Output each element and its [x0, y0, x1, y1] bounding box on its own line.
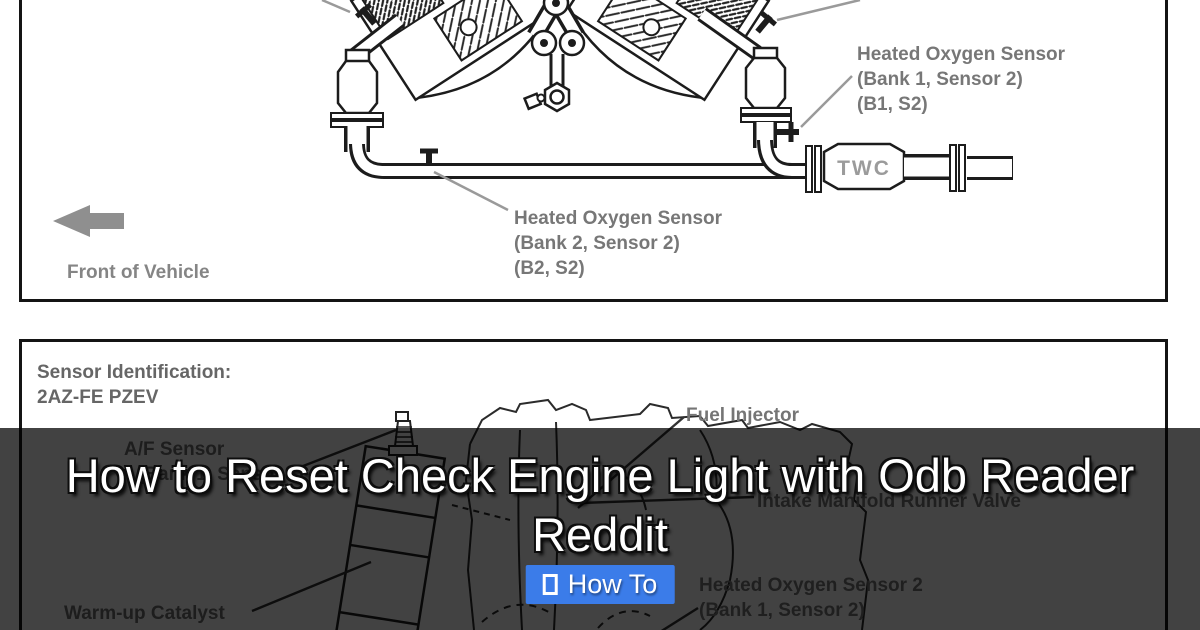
label-front-of-vehicle: Front of Vehicle [67, 262, 210, 283]
label-sensor-identification: Sensor Identification: 2AZ-FE PZEV [37, 362, 232, 408]
page-title: How to Reset Check Engine Light with Odb… [0, 446, 1200, 564]
v-engine-cross-section [349, 0, 771, 113]
bank2-exhaust-pipe [321, 0, 807, 212]
label-fuel-injector: Fuel Injector [686, 405, 799, 426]
page-title-line1: How to Reset Check Engine Light with Odb… [65, 449, 1135, 502]
missing-glyph-icon [542, 574, 558, 595]
top-diagram-frame [19, 0, 1168, 302]
page-title-line2: Reddit [532, 508, 668, 561]
label-heated-oxygen-sensor-b2: Heated Oxygen Sensor (Bank 2, Sensor 2) … [514, 208, 723, 279]
front-of-vehicle-arrow [53, 205, 124, 237]
badge-label: How To [567, 569, 658, 599]
bank1-exhaust-pipe-twc [697, 0, 1013, 193]
label-heated-oxygen-sensor-b1: Heated Oxygen Sensor (Bank 1, Sensor 2) … [857, 44, 1066, 115]
how-to-category-badge[interactable]: How To [525, 565, 675, 604]
label-twc: TWC [837, 157, 891, 180]
